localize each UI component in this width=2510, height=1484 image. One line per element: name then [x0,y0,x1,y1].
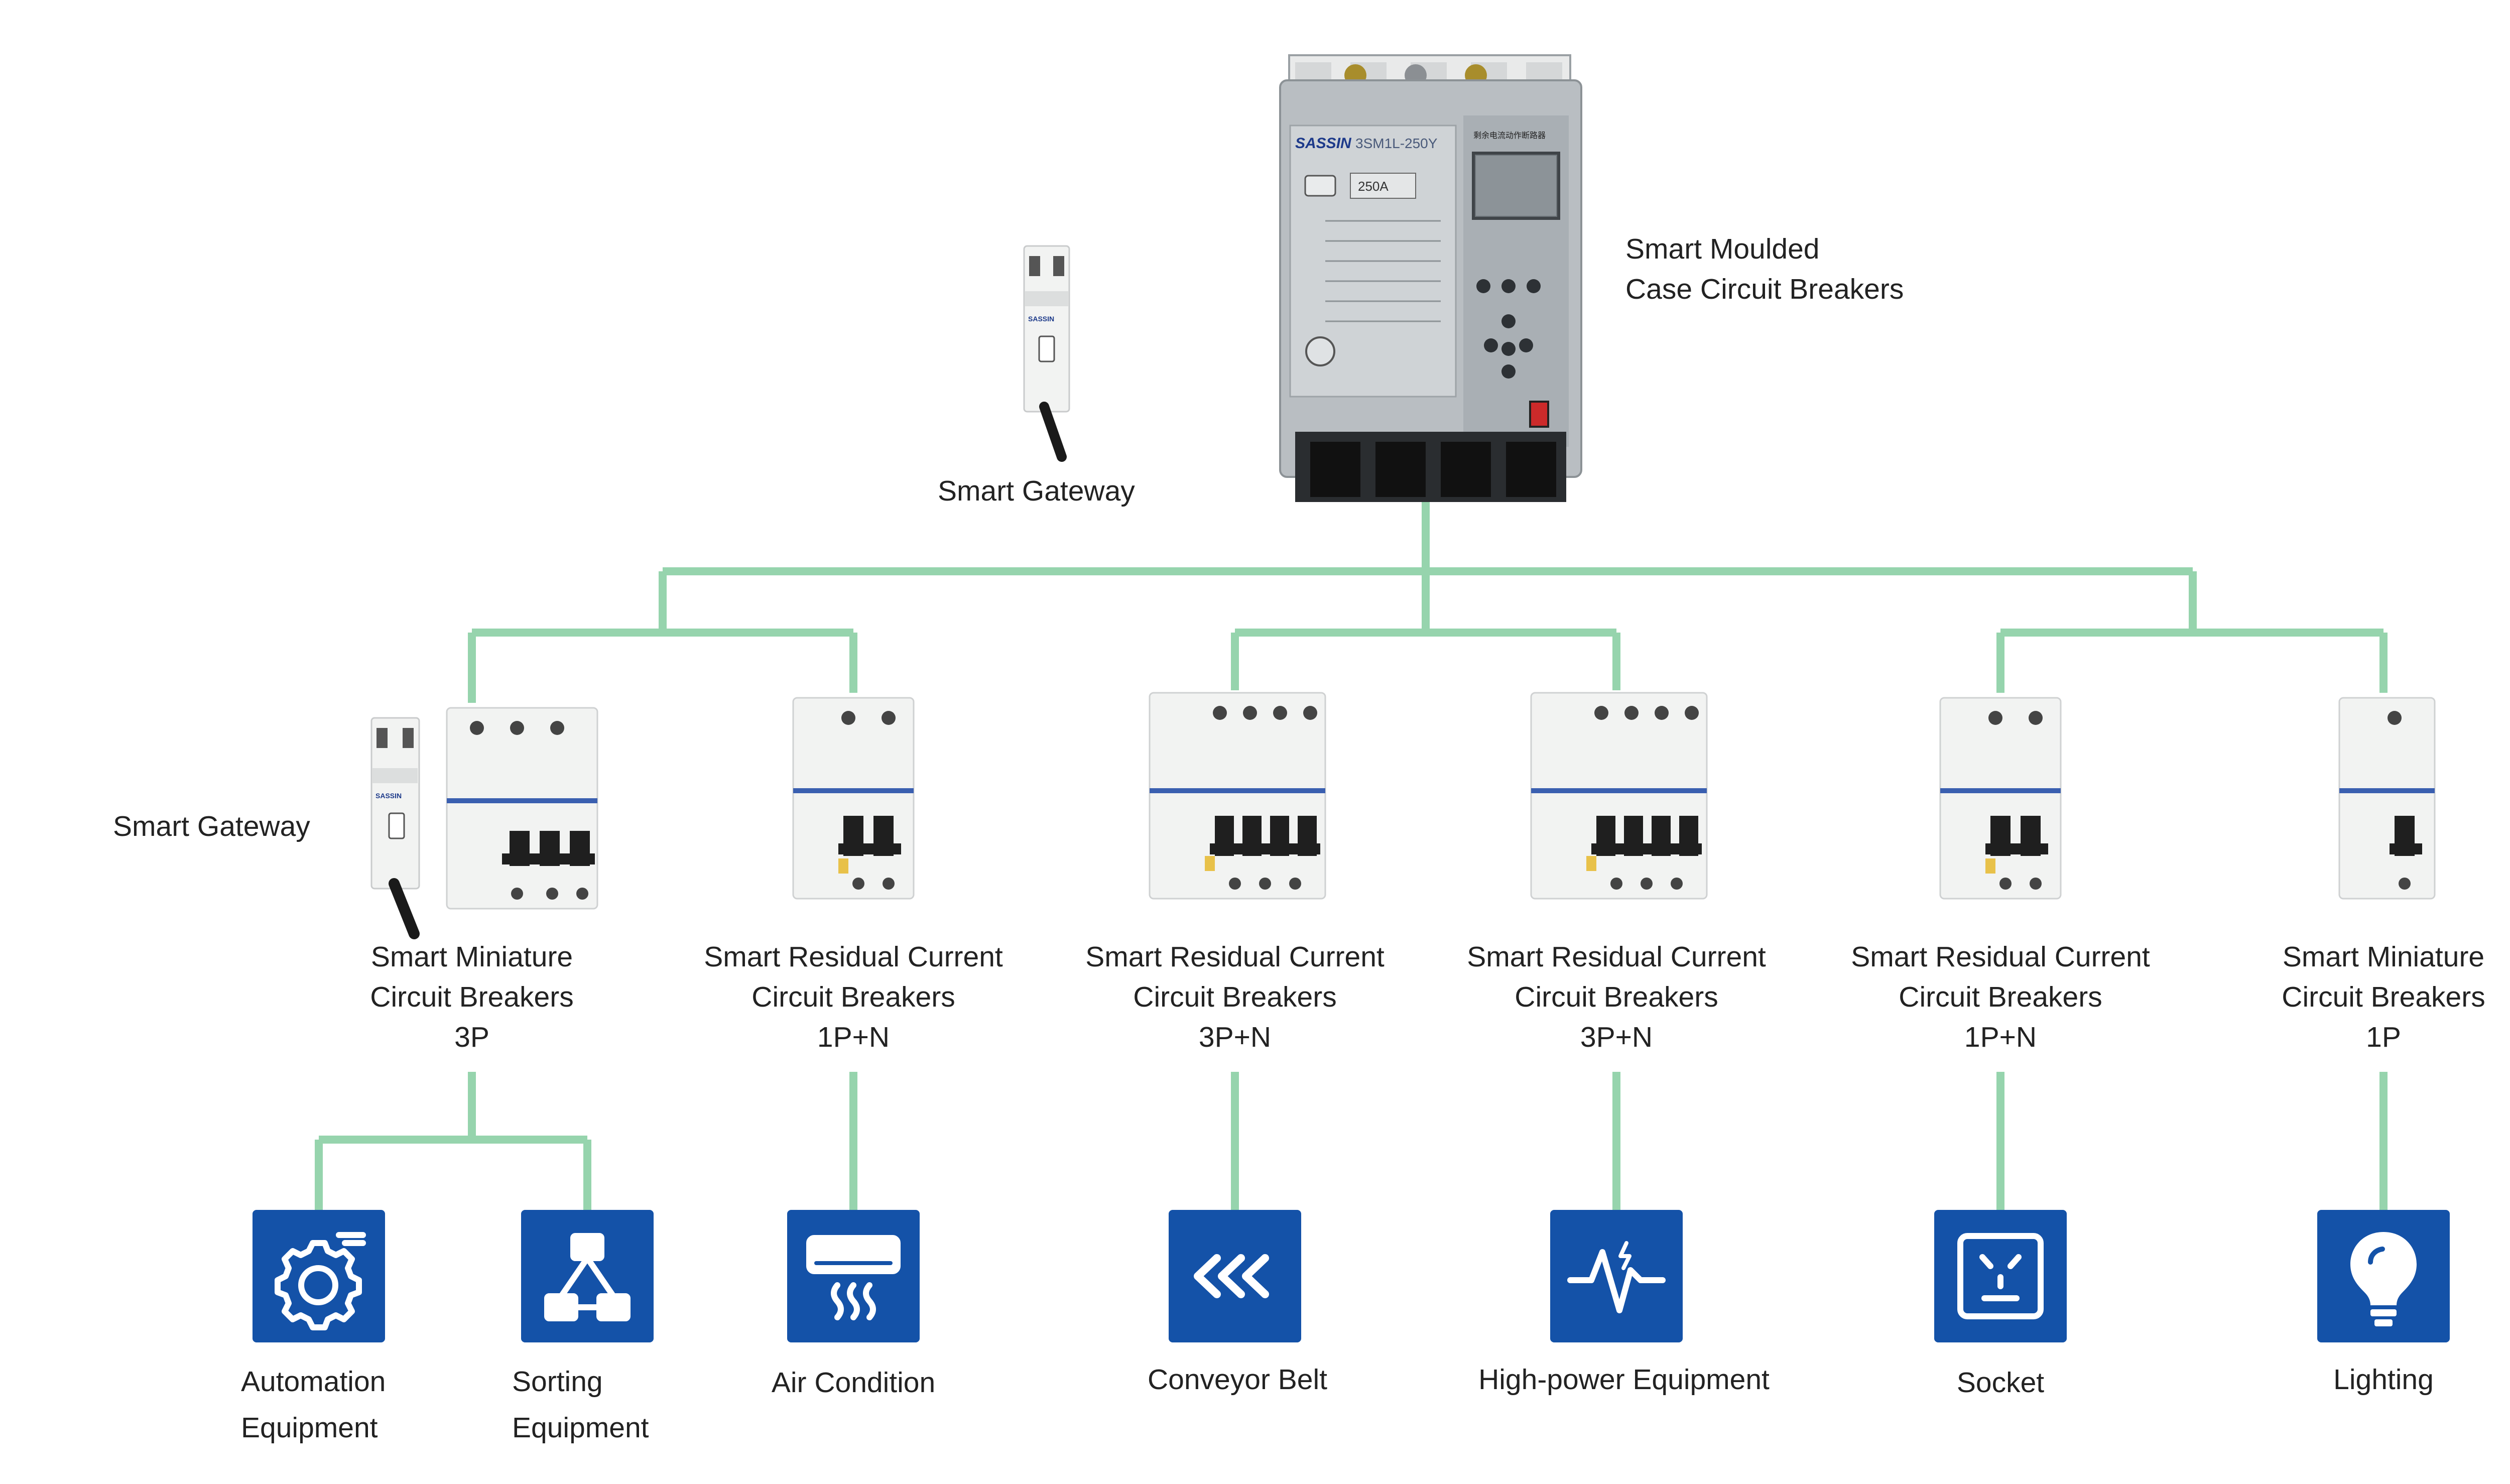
mccb-label: Smart Moulded Case Circuit Breakers [1625,229,1904,309]
breaker-label-2: Smart Residual Current Circuit Breakers … [704,937,1003,1057]
sorting-network-icon [521,1210,654,1342]
breaker-device-rcbo-3pn-b [1530,692,1708,900]
breaker-label-3-line1: Smart Residual Current [1085,941,1385,973]
mccb-rating: 250A [1358,179,1389,194]
load-label-highpower: High-power Equipment [1478,1364,1770,1396]
load-label-lighting: Lighting [2333,1364,2434,1396]
mccb-title-cn: 剩余电流动作断路器 [1473,131,1546,140]
breaker-device-rcbo-1pn-a [792,697,915,900]
breaker-label-4-line2: Circuit Breakers [1515,981,1718,1013]
breaker-label-1-line2: Circuit Breakers [370,981,574,1013]
breaker-label-5-line2: Circuit Breakers [1899,981,2102,1013]
smart-gateway-top-label: Smart Gateway [938,475,1135,507]
breaker-label-2-line3: 1P+N [817,1021,890,1053]
load-label-sorting-line1: Sorting [512,1366,603,1398]
smart-gateway-left-label: Smart Gateway [113,810,310,842]
power-waveform-icon [1550,1210,1683,1342]
breaker-label-3: Smart Residual Current Circuit Breakers … [1085,937,1385,1057]
breaker-label-6: Smart Miniature Circuit Breakers 1P [2282,937,2485,1057]
smart-gateway-left-device: SASSIN [370,717,420,939]
light-bulb-icon [2317,1210,2450,1342]
load-label-socket: Socket [1956,1367,2045,1399]
svg-text:SASSIN: SASSIN [1028,315,1054,323]
load-label-automation-line1: Automation [241,1366,386,1398]
breaker-label-4: Smart Residual Current Circuit Breakers … [1467,937,1766,1057]
load-label-sorting: Sorting Equipment [512,1358,649,1451]
breaker-label-4-line3: 3P+N [1580,1021,1653,1053]
smart-mccb-device: SASSIN 3SM1L-250Y 250A 剩余电流动作断路器 [1279,54,1582,502]
mccb-brand: SASSIN [1295,135,1352,152]
breaker-device-rcbo-1pn-b [1939,697,2062,900]
automation-gear-icon [253,1210,385,1342]
breaker-label-1: Smart Miniature Circuit Breakers 3P [370,937,573,1057]
breaker-device-mcb-3p [446,707,598,910]
breaker-label-5-line3: 1P+N [1964,1021,2037,1053]
socket-outlet-icon [1934,1210,2067,1342]
load-label-sorting-line2: Equipment [512,1412,649,1444]
wire-load-split [315,1072,591,1210]
mccb-label-line2: Case Circuit Breakers [1625,273,1904,305]
breaker-label-6-line1: Smart Miniature [2282,941,2485,973]
breaker-label-1-line1: Smart Miniature [370,941,573,973]
breaker-label-6-line2: Circuit Breakers [2282,981,2485,1013]
breaker-label-2-line2: Circuit Breakers [751,981,955,1013]
breaker-label-2-line1: Smart Residual Current [704,941,1003,973]
svg-text:SASSIN: SASSIN [375,792,402,800]
mccb-model: 3SM1L-250Y [1355,136,1438,151]
breaker-label-1-line3: 3P [454,1021,489,1053]
breaker-label-5-line1: Smart Residual Current [1851,941,2150,973]
load-label-aircon: Air Condition [771,1367,936,1399]
smart-gateway-top-device: SASSIN [1023,245,1070,462]
load-label-conveyor: Conveyor Belt [1147,1364,1328,1396]
load-label-automation-line2: Equipment [241,1412,378,1444]
mccb-label-line1: Smart Moulded [1625,233,1820,265]
breaker-label-6-line3: 1P [2366,1021,2401,1053]
breaker-device-mcb-1p [2338,697,2436,900]
load-label-automation: Automation Equipment [241,1358,386,1451]
breaker-label-5: Smart Residual Current Circuit Breakers … [1851,937,2150,1057]
breaker-device-rcbo-3pn-a [1149,692,1326,900]
breaker-label-3-line2: Circuit Breakers [1133,981,1337,1013]
breaker-label-4-line1: Smart Residual Current [1467,941,1766,973]
conveyor-chevrons-icon [1169,1210,1301,1342]
air-conditioner-icon [787,1210,920,1342]
breaker-label-3-line3: 3P+N [1198,1021,1272,1053]
